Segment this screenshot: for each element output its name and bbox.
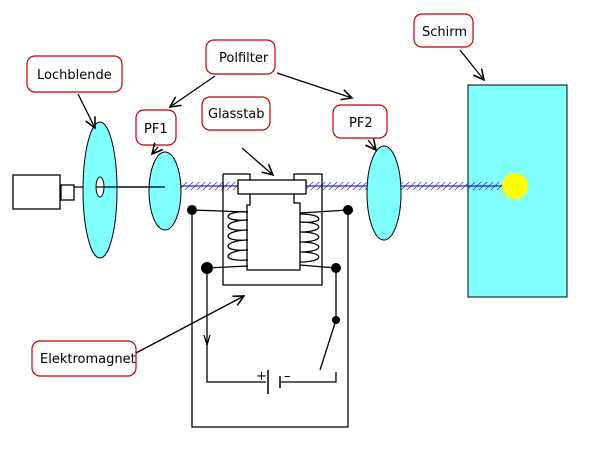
label-lochblende: Lochblende: [26, 55, 123, 128]
svg-text:Glasstab: Glasstab: [208, 107, 265, 122]
circuit: + –: [187, 205, 353, 428]
lamp: [12, 174, 61, 210]
light-spot: [502, 173, 528, 199]
terminal: [331, 263, 341, 273]
coil-right: [299, 209, 349, 269]
label-elektromagnet: Elektromagnet: [31, 296, 244, 377]
svg-text:Lochblende: Lochblende: [37, 68, 112, 83]
svg-text:Schirm: Schirm: [422, 25, 467, 40]
switch: [319, 319, 337, 371]
polarizer-pf2: [366, 145, 402, 241]
svg-text:Polfilter: Polfilter: [219, 51, 269, 66]
terminal: [187, 205, 197, 215]
label-pf2: PF2: [332, 104, 388, 150]
polarizer-pf1: [148, 151, 182, 231]
coil-left: [191, 209, 249, 269]
electromagnet: [191, 173, 349, 286]
current-arrow: [203, 334, 211, 346]
lamp-nozzle: [60, 184, 75, 201]
svg-text:PF2: PF2: [349, 116, 373, 131]
svg-text:Elektromagnet: Elektromagnet: [40, 352, 136, 367]
label-glasstab: Glasstab: [201, 96, 273, 175]
battery-minus: –: [284, 369, 291, 384]
glass-rod: [237, 179, 307, 195]
terminal: [201, 262, 213, 274]
label-pf1: PF1: [135, 109, 177, 154]
label-schirm: Schirm: [413, 13, 484, 80]
label-polfilter: Polfilter: [170, 39, 352, 107]
switch-pivot: [332, 316, 340, 324]
svg-text:PF1: PF1: [144, 122, 168, 137]
battery-plus: +: [256, 369, 267, 384]
terminal: [343, 205, 353, 215]
